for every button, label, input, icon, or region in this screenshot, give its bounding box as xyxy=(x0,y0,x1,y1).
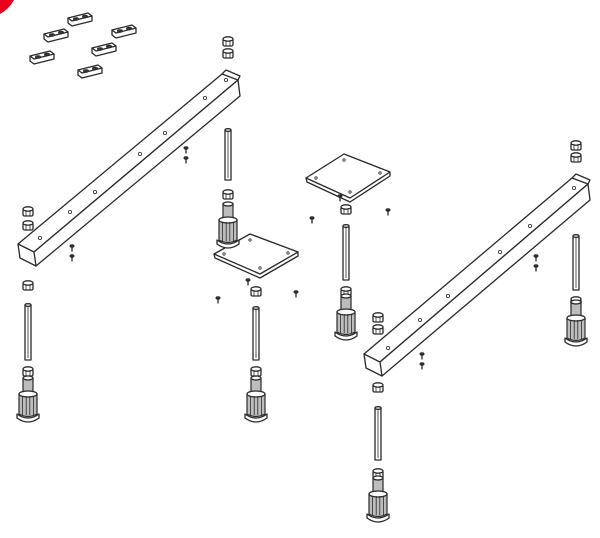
threaded-rod xyxy=(342,224,350,281)
screw xyxy=(533,254,539,262)
screw xyxy=(419,352,425,360)
screw xyxy=(69,254,75,262)
threaded-rod xyxy=(252,306,260,361)
corner-mark-icon xyxy=(0,0,14,14)
threaded-rod xyxy=(374,406,382,461)
nut xyxy=(372,324,384,335)
screw xyxy=(385,208,391,216)
nut xyxy=(22,206,34,217)
nut xyxy=(250,286,262,297)
hardware-group xyxy=(16,36,588,523)
screw xyxy=(215,296,221,304)
adjustable-leg xyxy=(366,475,390,523)
clip xyxy=(43,28,69,43)
adjustable-leg xyxy=(16,375,40,423)
nut xyxy=(222,48,234,59)
threaded-rod xyxy=(24,303,32,361)
nut xyxy=(250,366,262,377)
screw xyxy=(183,146,189,154)
clip xyxy=(91,42,117,57)
screw xyxy=(245,278,251,286)
nut xyxy=(222,36,234,47)
screw xyxy=(533,264,539,272)
left-rail xyxy=(17,69,241,267)
clip xyxy=(111,24,137,39)
threaded-rod xyxy=(224,128,232,181)
clip xyxy=(77,64,103,79)
nut xyxy=(22,366,34,377)
screw xyxy=(293,290,299,298)
adjustable-leg xyxy=(334,293,358,341)
nut xyxy=(372,312,384,323)
screw xyxy=(419,362,425,370)
upper-plate xyxy=(305,153,391,203)
screw xyxy=(183,156,189,164)
adjustable-leg xyxy=(564,299,588,347)
nut xyxy=(222,189,234,200)
clip xyxy=(67,12,93,27)
nut xyxy=(22,220,34,231)
nut xyxy=(570,152,582,163)
nut xyxy=(372,382,384,393)
clip xyxy=(29,50,55,65)
screw xyxy=(69,244,75,252)
threaded-rod xyxy=(572,234,580,291)
adjustable-leg xyxy=(244,375,268,423)
screw xyxy=(337,194,343,202)
nut xyxy=(340,204,352,215)
screw xyxy=(309,216,315,224)
right-rail xyxy=(363,173,591,377)
mounting-clips xyxy=(29,12,137,79)
nut xyxy=(570,140,582,151)
nut xyxy=(22,280,34,291)
adjustable-leg xyxy=(216,201,240,249)
